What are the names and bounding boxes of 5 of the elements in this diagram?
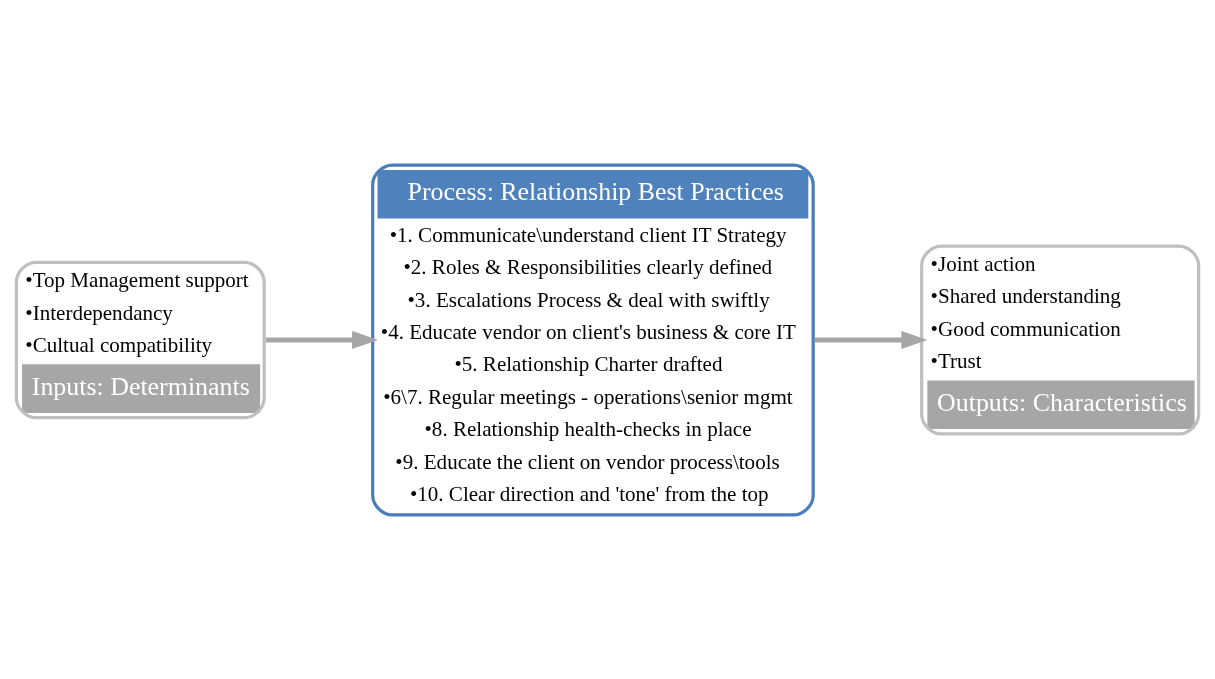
arrow: [265, 330, 379, 349]
node-box: Process: Relationship Best Practices •1. Communicate\understand client IT Strategy •2. Roles & Responsibilities clearly defined •3. Escalations Process & deal with swiftly •4. Educate vendor on client's business & core IT •5. Relationship Charter drafted •6\7. Regular meetings - operations\senior mgmt •8. Relationship health-checks in place •9. Educate the client on vendor process\tools •10. Clear direction and 'tone' from the top: [371, 163, 815, 516]
node-box: •Joint action •Shared understanding •Good communication •Trust Outputs: Characteristics: [920, 243, 1201, 436]
node-box: •Top Management support •Interdependancy •Cultual compatibility Inputs: Determinants: [14, 260, 266, 419]
arrow: [815, 330, 928, 349]
